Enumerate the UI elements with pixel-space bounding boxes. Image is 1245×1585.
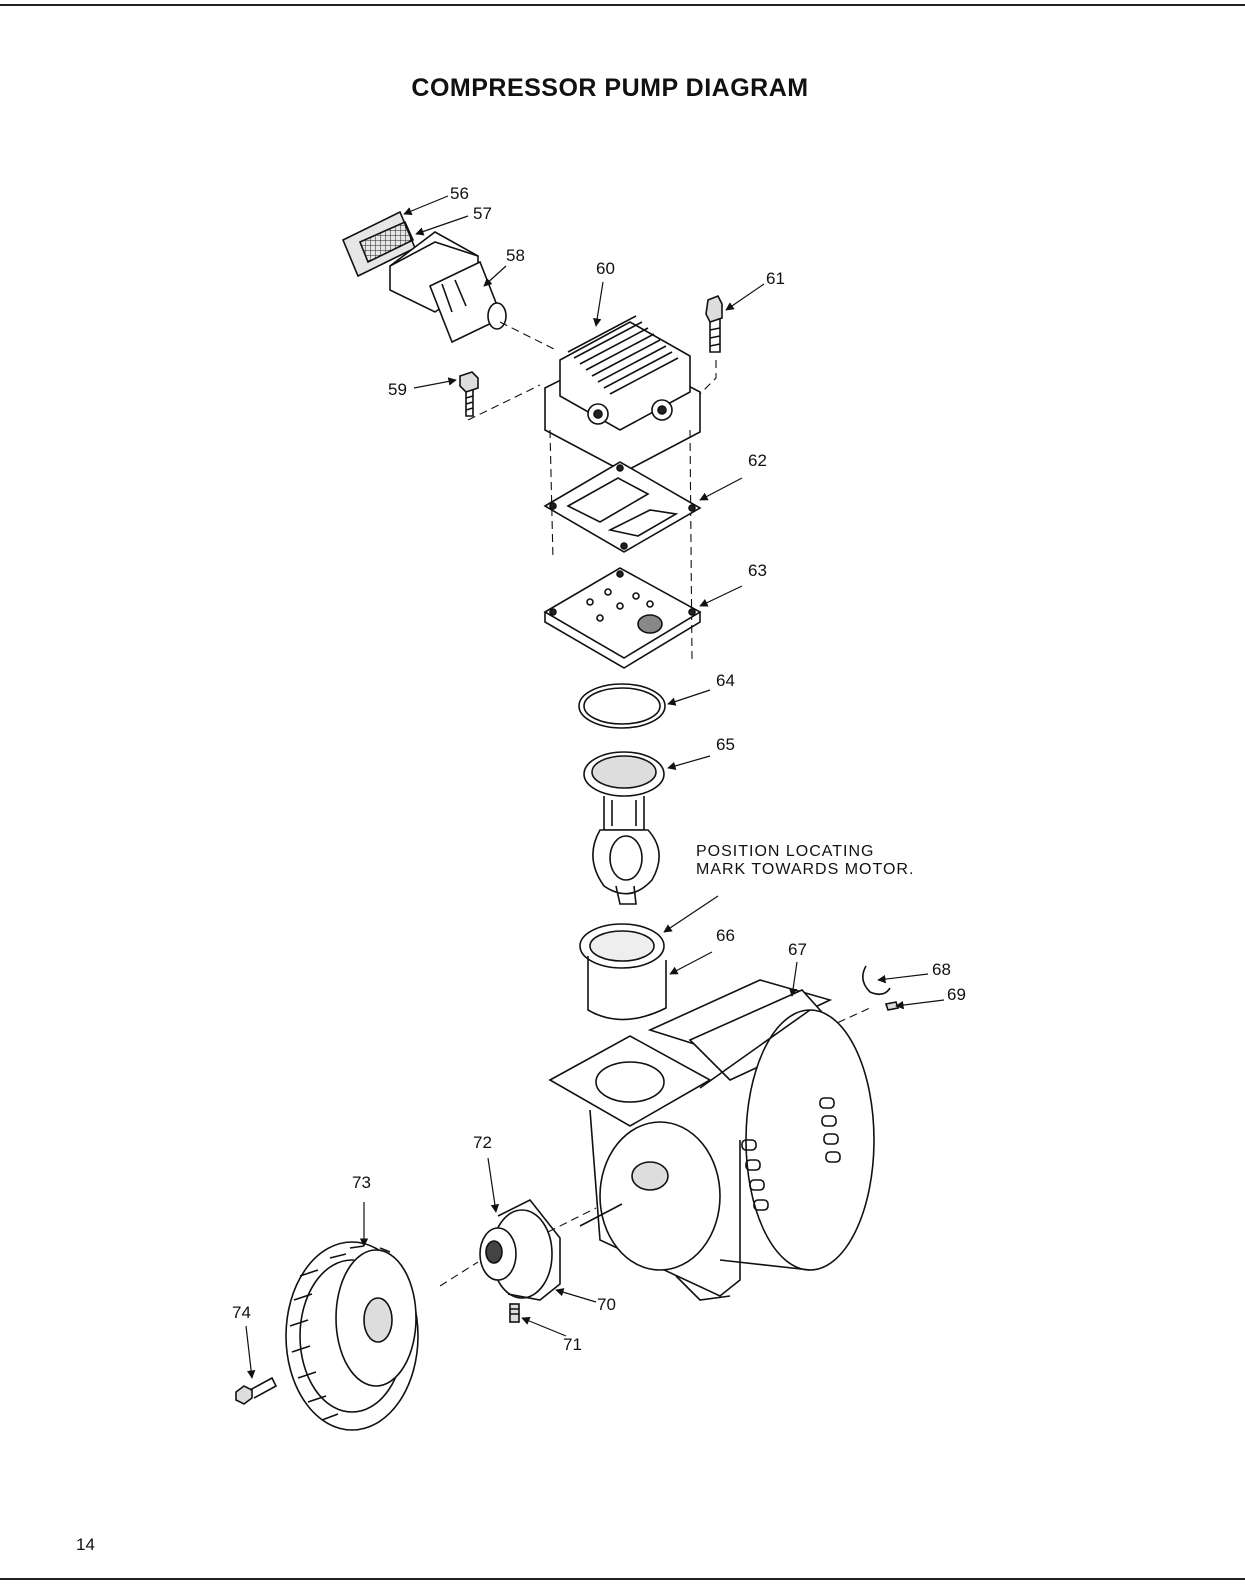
part-label-58: 58 [506, 246, 525, 265]
part-label-67: 67 [788, 940, 807, 959]
part-label-70: 70 [597, 1295, 616, 1314]
piston-rod-assembly [584, 752, 664, 904]
head-gasket [545, 462, 700, 552]
retaining-clip [863, 966, 890, 994]
part-label-57: 57 [473, 204, 492, 223]
bearing-sleeve [580, 924, 666, 1020]
cylinder-head [545, 316, 700, 472]
part-label-66: 66 [716, 926, 735, 945]
o-ring [579, 684, 665, 728]
motor-crankcase [550, 980, 874, 1300]
part-label-62: 62 [748, 451, 767, 470]
cooling-fan [286, 1242, 418, 1430]
part-label-73: 73 [352, 1173, 371, 1192]
set-screw [510, 1304, 519, 1322]
part-label-60: 60 [596, 259, 615, 278]
part-label-74: 74 [232, 1303, 251, 1322]
fan-bolt [236, 1378, 276, 1404]
part-label-59: 59 [388, 380, 407, 399]
part-label-72: 72 [473, 1133, 492, 1152]
part-label-69: 69 [947, 985, 966, 1004]
note-line-2: MARK TOWARDS MOTOR. [696, 861, 914, 878]
part-label-63: 63 [748, 561, 767, 580]
page-number: 14 [76, 1535, 95, 1555]
pulley [480, 1200, 560, 1300]
part-label-64: 64 [716, 671, 735, 690]
part-label-71: 71 [563, 1335, 582, 1354]
part-label-56: 56 [450, 184, 469, 203]
relief-fitting [706, 296, 722, 352]
head-bolt [460, 372, 478, 416]
note-line-1: POSITION LOCATING [696, 843, 875, 860]
part-label-65: 65 [716, 735, 735, 754]
part-label-61: 61 [766, 269, 785, 288]
valve-plate [545, 568, 700, 668]
part-label-68: 68 [932, 960, 951, 979]
bottom-rule [0, 1578, 1245, 1580]
